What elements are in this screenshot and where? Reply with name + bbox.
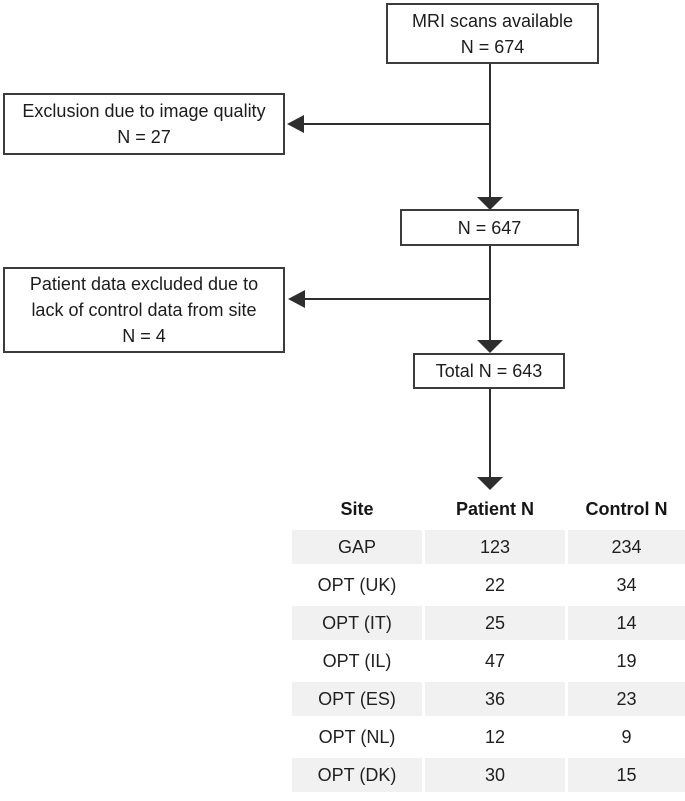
node-text-line: N = 27 <box>117 127 171 147</box>
node-text-line: lack of control data from site <box>31 300 257 320</box>
cell-patient-n: 22 <box>484 574 506 595</box>
node-text-line: N = 647 <box>457 217 522 238</box>
site-counts-table: Site Patient N Control N GAP 123 234 OPT… <box>292 490 685 794</box>
node-total: Total N = 643 <box>413 353 565 389</box>
node-text-line: Exclusion due to image quality <box>22 101 266 121</box>
cell-site: GAP <box>292 528 422 566</box>
cell-site: OPT (NL) <box>318 726 396 747</box>
cell-site: OPT (IL) <box>322 650 392 671</box>
cell-site: OPT (ES) <box>292 680 422 718</box>
node-exclusion-image-quality: Exclusion due to image quality N = 27 <box>3 93 285 155</box>
cell-control-n: 14 <box>568 604 685 642</box>
cell-control-n: 15 <box>568 756 685 794</box>
cell-site: OPT (DK) <box>292 756 422 794</box>
cell-site: OPT (UK) <box>317 574 397 595</box>
node-mri-scans-available: MRI scans available N = 674 <box>386 3 599 64</box>
cell-control-n: 19 <box>616 650 637 671</box>
node-text-line: Patient data excluded due to <box>29 274 259 294</box>
cell-control-n: 9 <box>621 726 632 747</box>
node-text-line: Total N = 643 <box>435 361 543 381</box>
col-header-site: Site <box>340 498 374 519</box>
cell-patient-n: 123 <box>425 528 565 566</box>
cell-control-n: 234 <box>568 528 685 566</box>
arrowhead-left-exclusion2 <box>288 290 305 308</box>
col-header-patient-n: Patient N <box>455 498 534 519</box>
arrowhead-down-n647 <box>477 197 503 210</box>
node-text-line: N = 4 <box>122 326 166 346</box>
node-text-line: MRI scans available <box>411 10 574 31</box>
cell-patient-n: 30 <box>425 756 565 794</box>
arrowhead-down-table <box>477 477 503 490</box>
cell-patient-n: 47 <box>484 650 506 671</box>
arrowhead-down-total <box>477 340 503 353</box>
arrowhead-left-exclusion1 <box>287 115 304 133</box>
cell-patient-n: 36 <box>425 680 565 718</box>
cell-control-n: 23 <box>568 680 685 718</box>
cell-patient-n: 12 <box>484 726 506 747</box>
node-n647: N = 647 <box>400 209 579 246</box>
cell-site: OPT (IT) <box>292 604 422 642</box>
node-exclusion-no-control-data: Patient data excluded due to lack of con… <box>3 267 285 353</box>
cell-control-n: 34 <box>616 574 637 595</box>
cell-patient-n: 25 <box>425 604 565 642</box>
node-text-line: N = 674 <box>460 36 525 57</box>
col-header-control-n: Control N <box>585 498 668 519</box>
